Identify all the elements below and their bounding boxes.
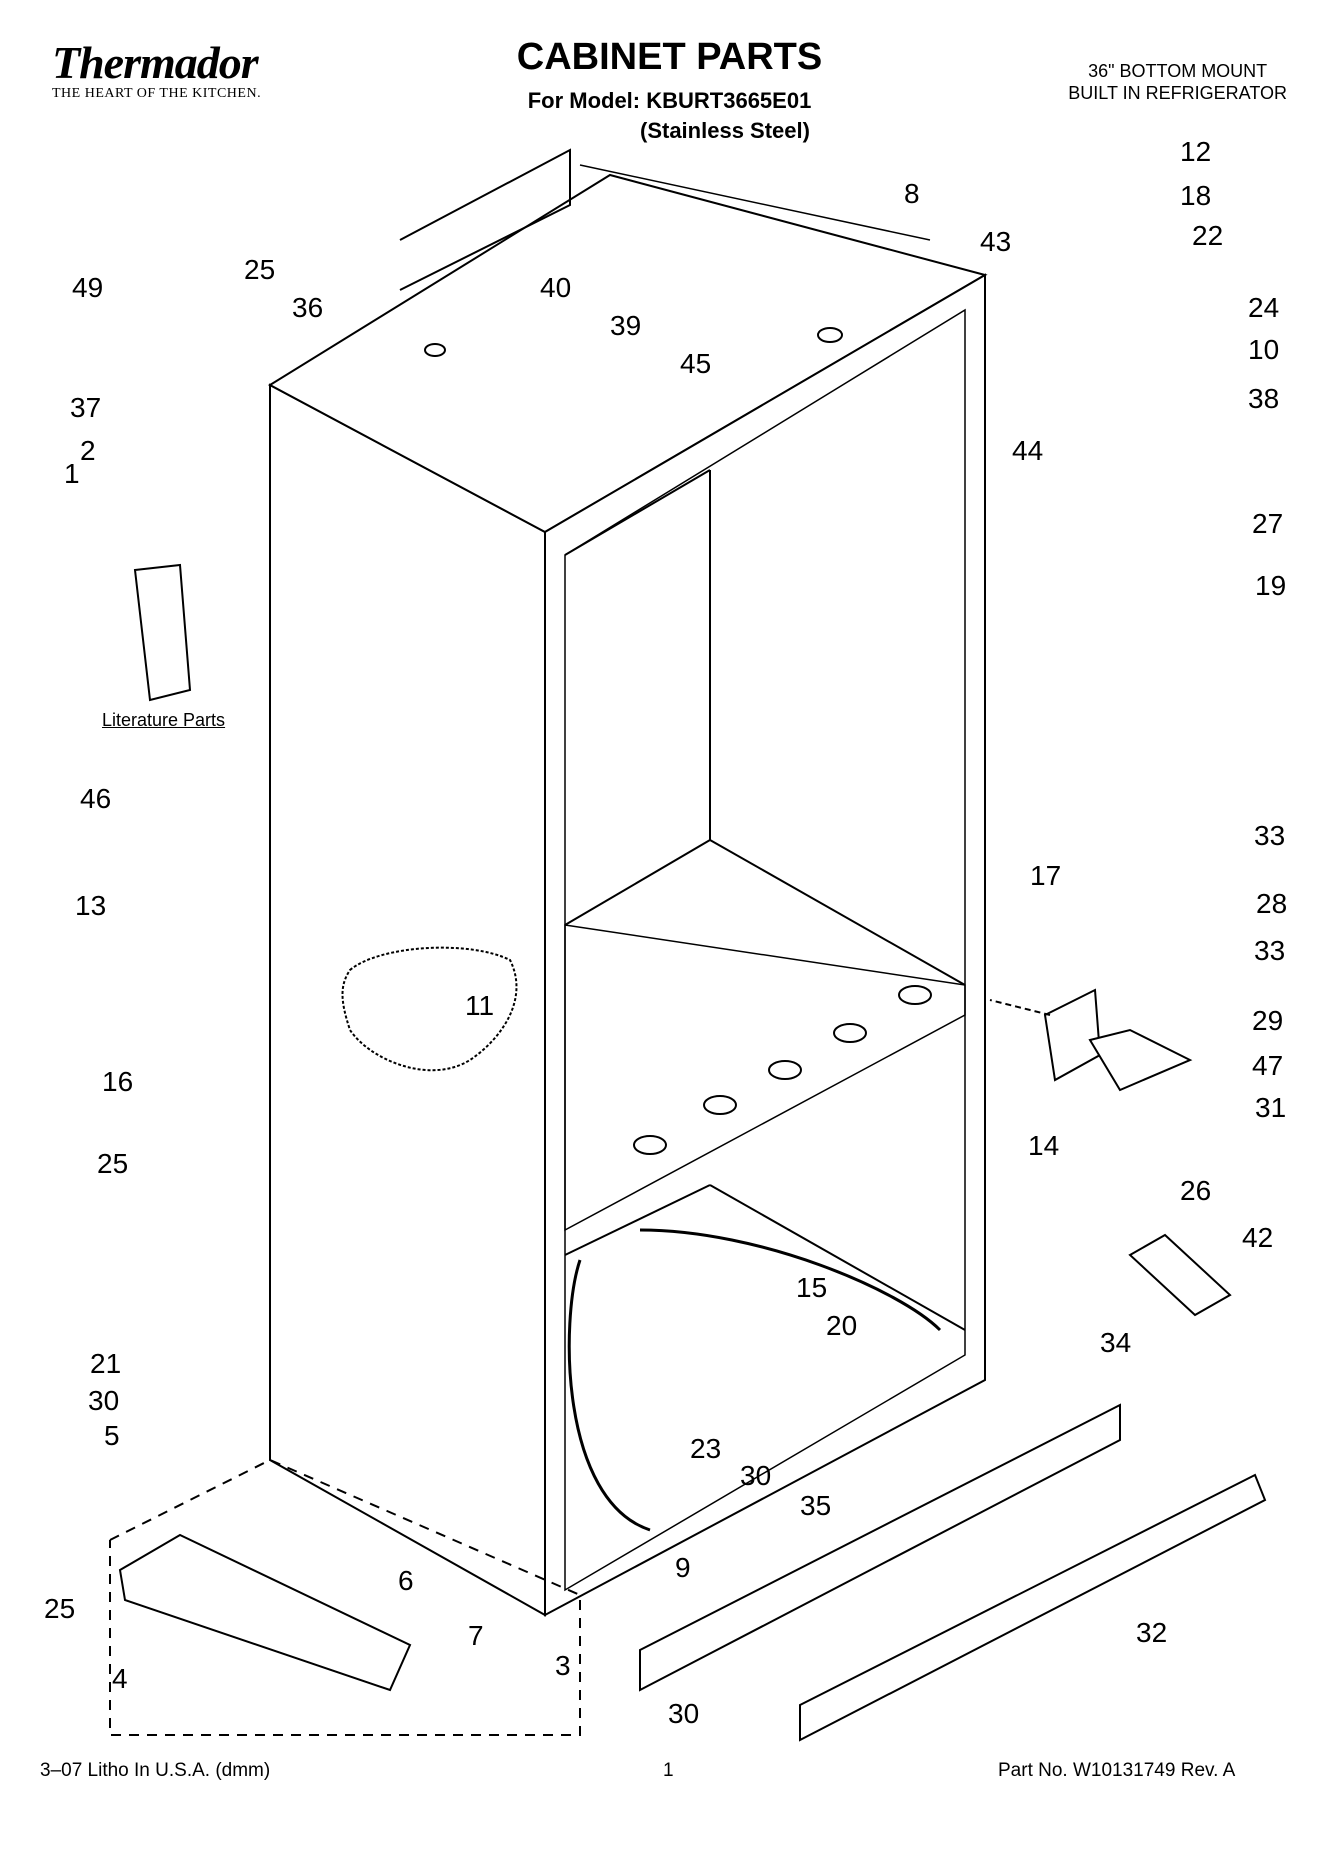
callout-13: 13 [75,890,107,921]
callout-38: 38 [1248,383,1280,414]
callout-33-top: 33 [1254,820,1286,851]
callout-44: 44 [1012,435,1044,466]
page-title: CABINET PARTS [516,36,823,78]
callout-1: 1 [64,458,80,489]
callout-3: 3 [555,1650,571,1681]
callout-34: 34 [1100,1327,1132,1358]
callout-25-top: 25 [244,254,276,285]
callout-8: 8 [904,178,920,209]
callout-49: 49 [72,272,104,303]
literature-parts-label: Literature Parts [102,710,226,730]
callout-10: 10 [1248,334,1280,365]
callout-35: 35 [800,1490,832,1521]
grille-panel [639,1403,1121,1692]
callout-20: 20 [826,1310,858,1341]
callout-18: 18 [1180,180,1212,211]
callout-4: 4 [112,1663,128,1694]
literature-parts [133,563,192,702]
description-line-2: BUILT IN REFRIGERATOR [1068,83,1287,103]
callout-36: 36 [292,292,324,323]
callout-16: 16 [102,1066,134,1097]
callout-14: 14 [1028,1130,1060,1161]
callout-17: 17 [1030,860,1062,891]
callout-23: 23 [690,1433,722,1464]
callout-30-left: 30 [88,1385,120,1416]
callout-45: 45 [680,348,712,379]
callout-25-mid: 25 [97,1148,129,1179]
product-description: 36" BOTTOM MOUNT BUILT IN REFRIGERATOR [1068,60,1287,104]
callout-31: 31 [1255,1092,1287,1123]
callout-22: 22 [1192,220,1224,251]
callout-47: 47 [1252,1050,1284,1081]
footer-part-number: Part No. W10131749 Rev. A [998,1760,1236,1781]
callout-7: 7 [468,1620,484,1651]
callout-32: 32 [1136,1617,1168,1648]
callout-46: 46 [80,783,112,814]
hinge-plate [1043,988,1102,1082]
footer-page-number: 1 [663,1760,674,1781]
cabinet-body [267,148,988,1617]
callout-5: 5 [104,1420,120,1451]
callout-27: 27 [1252,508,1284,539]
callout-19: 19 [1255,570,1287,601]
callout-26: 26 [1180,1175,1212,1206]
model-line: For Model: KBURT3665E01 [527,88,812,113]
callout-33-bottom: 33 [1254,935,1286,966]
callout-6: 6 [398,1565,414,1596]
callout-42: 42 [1242,1222,1274,1253]
callout-25-bottom: 25 [44,1593,76,1624]
brand-tagline: THE HEART OF THE KITCHEN. [52,86,262,101]
base-assembly-outline [109,1458,581,1736]
callout-28: 28 [1256,888,1288,919]
finish-label: (Stainless Steel) [640,118,810,143]
hinge-bracket [1088,1028,1193,1092]
callout-12: 12 [1180,136,1212,167]
callout-30-bottom: 30 [668,1698,700,1729]
callout-15: 15 [796,1272,828,1303]
callout-37: 37 [70,392,102,423]
callout-39: 39 [610,310,642,341]
callout-29: 29 [1252,1005,1284,1036]
callout-2: 2 [80,435,96,466]
callout-30-center: 30 [740,1460,772,1491]
callout-11: 11 [465,990,495,1021]
toe-grille [799,1473,1267,1742]
callout-43: 43 [980,226,1012,257]
callout-40: 40 [540,272,572,303]
brand-logo: Thermador [52,37,259,88]
description-line-1: 36" BOTTOM MOUNT [1088,61,1268,81]
callout-9: 9 [675,1552,691,1583]
filter-housing [1128,1233,1232,1317]
callout-24: 24 [1248,292,1280,323]
callout-21: 21 [90,1348,122,1379]
footer-litho: 3–07 Litho In U.S.A. (dmm) [40,1760,271,1781]
